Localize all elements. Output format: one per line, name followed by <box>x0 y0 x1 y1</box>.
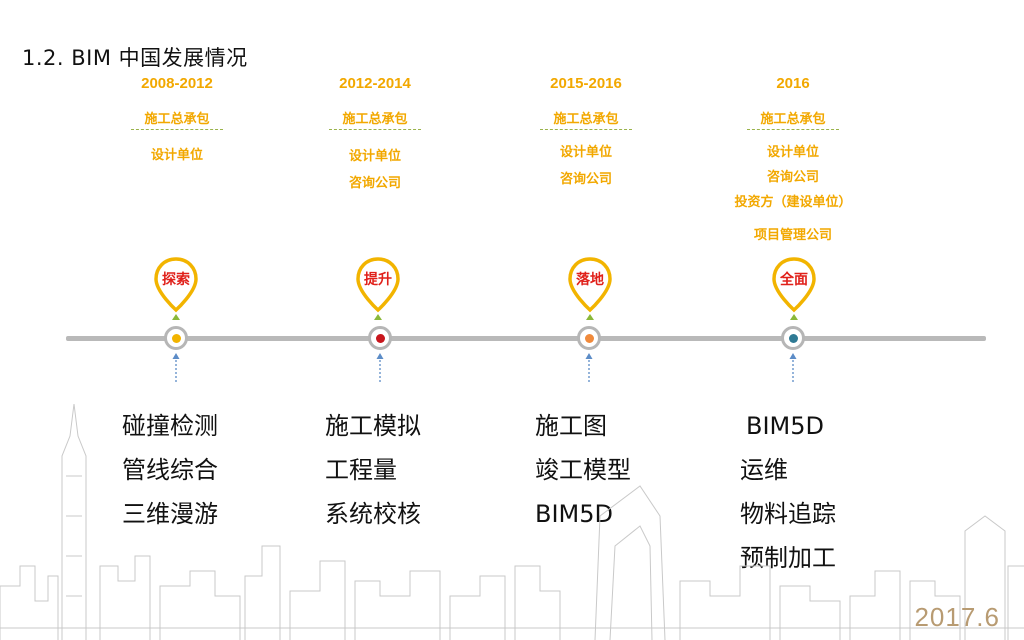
stage-badge: 探索 <box>151 256 201 296</box>
dashed-divider <box>540 129 632 130</box>
stage-year: 2012-2014 <box>339 75 411 92</box>
timeline-node-1 <box>164 326 188 350</box>
participant-list: 设计单位 咨询公司 <box>270 143 480 197</box>
application-item: 物料追踪 <box>740 500 836 528</box>
participant: 设计单位 <box>150 148 203 163</box>
participant: 投资方（建设单位） <box>734 195 852 210</box>
stage-year: 2008-2012 <box>141 75 213 92</box>
city-skyline-illustration <box>0 403 1024 640</box>
participant-list: 设计单位 <box>72 144 282 163</box>
arrow-up-icon <box>172 353 180 382</box>
application-item: 碰撞检测 <box>122 412 218 440</box>
application-item: 运维 <box>740 456 788 484</box>
application-list: 碰撞检测 管线综合 三维漫游 <box>122 404 332 536</box>
application-list: 施工模拟 工程量 系统校核 <box>325 404 535 536</box>
map-pin-icon <box>772 257 816 320</box>
dashed-divider <box>747 129 839 130</box>
date-label: 2017.6 <box>914 602 1000 632</box>
arrow-up-icon <box>376 353 384 382</box>
timeline-bar <box>66 336 986 341</box>
dashed-divider <box>131 129 223 130</box>
application-item: 三维漫游 <box>122 500 218 528</box>
participant: 设计单位 <box>766 145 819 160</box>
map-pin-icon <box>154 257 198 320</box>
node-dot <box>171 333 181 343</box>
application-item: BIM5D <box>746 412 824 440</box>
dashed-divider <box>329 129 421 130</box>
map-pin-icon <box>356 257 400 320</box>
timeline-node-3 <box>577 326 601 350</box>
map-pin-icon <box>568 257 612 320</box>
stage-subject: 施工总承包 <box>144 112 210 127</box>
stage-label: 提升 <box>364 272 392 288</box>
stage-subject: 施工总承包 <box>553 112 619 127</box>
application-item: 管线综合 <box>122 456 218 484</box>
participant: 项目管理公司 <box>753 228 832 243</box>
participant: 设计单位 <box>348 149 401 164</box>
stage-badge: 全面 <box>769 256 819 296</box>
participant-list: 设计单位 咨询公司 投资方（建设单位） 项目管理公司 <box>688 140 898 248</box>
stage-badge: 落地 <box>565 256 615 296</box>
arrow-up-icon <box>789 353 797 382</box>
stage-label: 探索 <box>162 272 190 288</box>
application-item: 施工模拟 <box>325 412 421 440</box>
stage-subject: 施工总承包 <box>760 112 826 127</box>
stage-label: 落地 <box>576 272 604 288</box>
node-dot <box>788 333 798 343</box>
stage-badge: 提升 <box>353 256 403 296</box>
arrow-up-icon <box>585 353 593 382</box>
node-dot <box>584 333 594 343</box>
application-item: 施工图 <box>535 412 607 440</box>
node-dot <box>375 333 385 343</box>
application-item: 预制加工 <box>740 544 836 572</box>
stage-year: 2015-2016 <box>550 75 622 92</box>
page-title: 1.2. BIM 中国发展情况 <box>22 46 248 70</box>
participant: 咨询公司 <box>348 176 401 191</box>
application-item: 竣工模型 <box>535 456 631 484</box>
participant: 咨询公司 <box>766 170 819 185</box>
stage-year: 2016 <box>776 75 810 92</box>
timeline-node-4 <box>781 326 805 350</box>
stage-label: 全面 <box>780 272 808 288</box>
stage-subject: 施工总承包 <box>342 112 408 127</box>
timeline-node-2 <box>368 326 392 350</box>
application-list: BIM5D 运维 物料追踪 预制加工 <box>740 404 950 580</box>
application-item: 系统校核 <box>325 500 421 528</box>
participant: 咨询公司 <box>559 172 612 187</box>
application-item: 工程量 <box>325 456 397 484</box>
application-list: 施工图 竣工模型 BIM5D <box>535 404 745 536</box>
participant-list: 设计单位 咨询公司 <box>481 139 691 193</box>
participant: 设计单位 <box>559 145 612 160</box>
